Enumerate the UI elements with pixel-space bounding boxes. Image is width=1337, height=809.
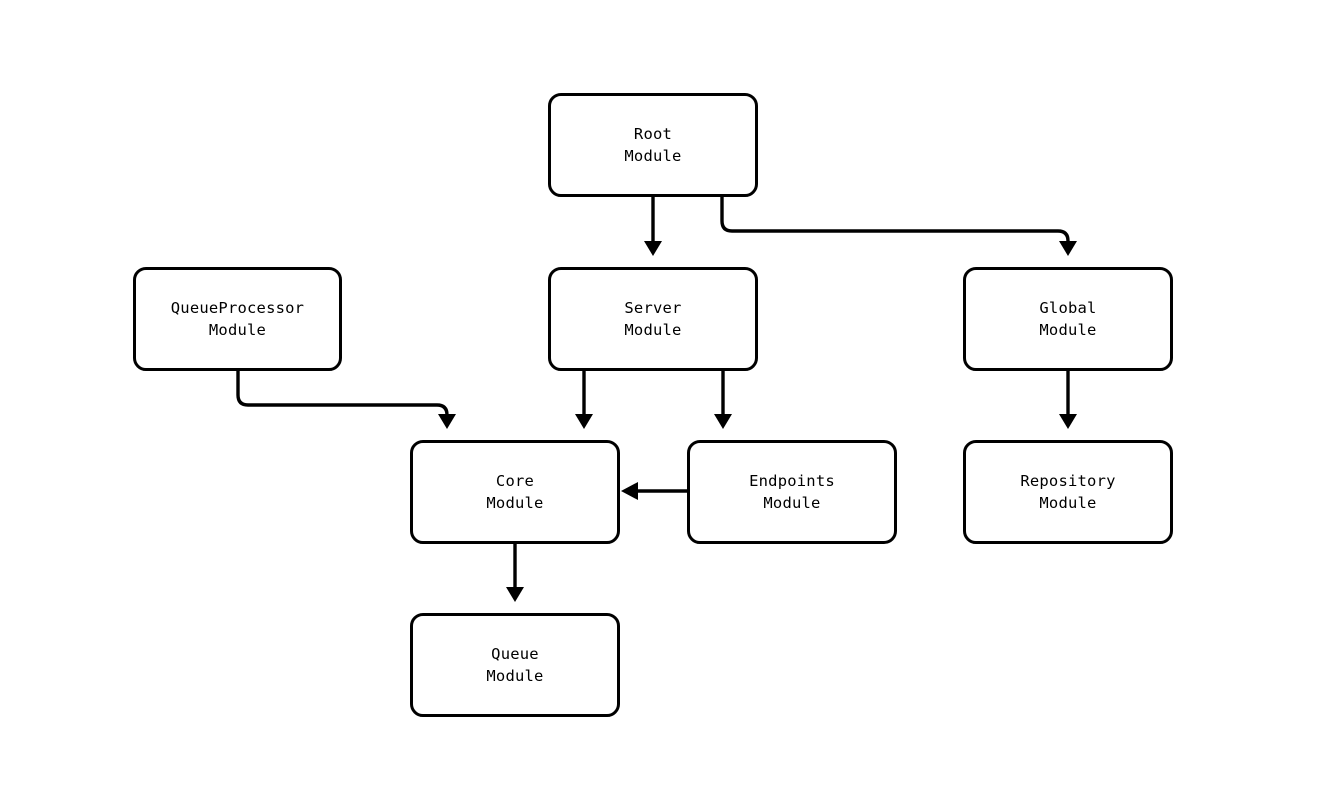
node-global-module[interactable]: Global Module xyxy=(963,267,1173,371)
edge-server-to-endpoints xyxy=(714,371,732,429)
node-label-line1: Endpoints xyxy=(749,472,835,490)
node-label-line2: Module xyxy=(486,667,544,685)
node-label-line1: Repository xyxy=(1020,472,1116,490)
node-label-line2: Module xyxy=(624,321,682,339)
edge-endpoints-to-core xyxy=(621,482,687,500)
node-label-line2: Module xyxy=(1039,321,1097,339)
node-label-line2: Module xyxy=(624,147,682,165)
edge-core-to-queue xyxy=(506,544,524,602)
edge-root-to-global xyxy=(720,197,1077,256)
node-label-line1: Server xyxy=(624,299,682,317)
edge-server-to-core xyxy=(575,371,593,429)
node-label-line1: Root xyxy=(633,125,673,143)
edge-global-to-repository xyxy=(1059,371,1077,429)
node-label-line1: Global xyxy=(1039,299,1097,317)
node-queueprocessor-module[interactable]: QueueProcessor Module xyxy=(133,267,342,371)
node-root-module[interactable]: Root Module xyxy=(548,93,758,197)
edge-queueprocessor-to-core xyxy=(236,371,456,429)
node-label-line1: Core xyxy=(495,472,535,490)
node-core-module[interactable]: Core Module xyxy=(410,440,620,544)
node-label-line2: Module xyxy=(208,321,267,339)
edge-root-to-server xyxy=(644,197,662,256)
node-endpoints-module[interactable]: Endpoints Module xyxy=(687,440,897,544)
node-label-line1: Queue xyxy=(491,645,539,663)
node-label-line2: Module xyxy=(763,494,821,512)
node-repository-module[interactable]: Repository Module xyxy=(963,440,1173,544)
node-label-line1: QueueProcessor xyxy=(170,299,305,317)
node-label-line2: Module xyxy=(1039,494,1097,512)
node-queue-module[interactable]: Queue Module xyxy=(410,613,620,717)
node-label-line2: Module xyxy=(486,494,544,512)
node-server-module[interactable]: Server Module xyxy=(548,267,758,371)
